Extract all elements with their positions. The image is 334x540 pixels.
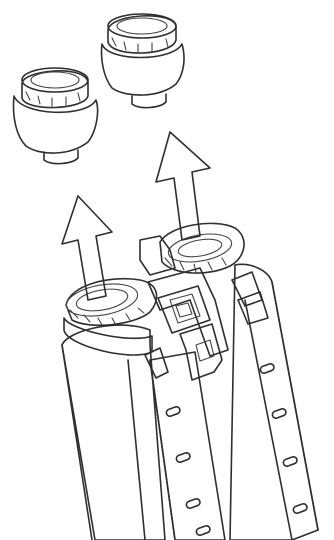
- cap-right: [101, 14, 184, 108]
- left-cylinder-front: [64, 318, 152, 355]
- cap-left: [14, 68, 98, 164]
- up-arrow-icon: [62, 196, 112, 300]
- cap-left-shell: [14, 96, 98, 153]
- right-tube: [230, 264, 318, 540]
- latch-block: [158, 286, 210, 333]
- left-tube: [62, 325, 165, 540]
- up-arrow-left: [62, 196, 112, 300]
- cartridge-body: [62, 264, 318, 540]
- cap-right-shell: [101, 44, 184, 95]
